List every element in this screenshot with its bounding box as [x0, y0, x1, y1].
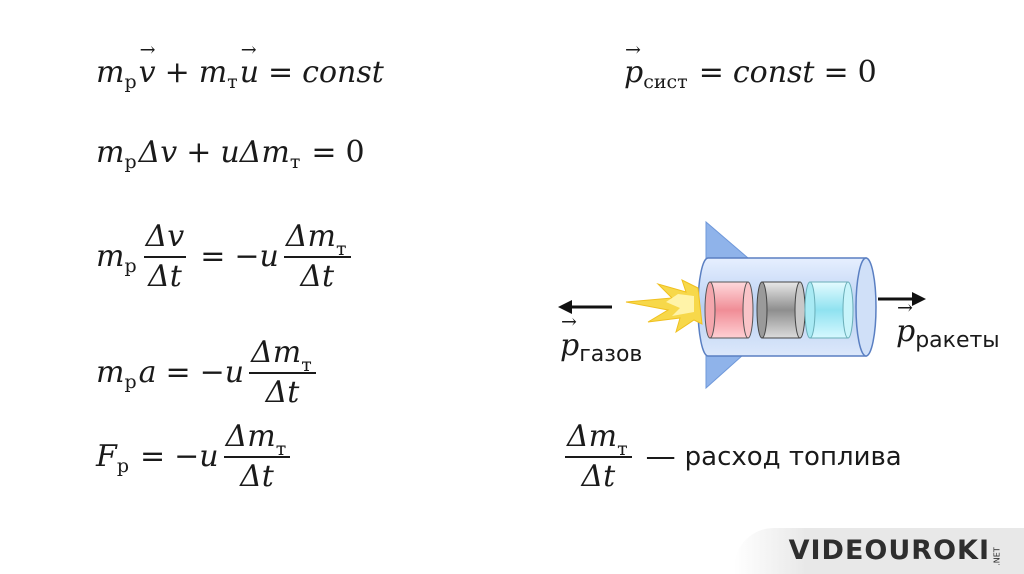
exhaust-flame-icon [625, 279, 703, 334]
equation-momentum-sum: mр v + mт u = const [96, 41, 384, 91]
fraction-dv-dt: Δv Δt [143, 219, 187, 294]
logo-banner: VIDEOUROKI .NET [734, 528, 1024, 574]
vector-u: u [240, 41, 259, 88]
rocket-diagram [558, 220, 926, 390]
fuel-consumption-definition: Δmт Δt — расход топлива [565, 419, 902, 494]
gas-momentum-label: pгазов [560, 311, 644, 367]
rocket-momentum-label: pракеты [896, 297, 1002, 353]
fraction-dm-dt: Δmт Δt [283, 222, 351, 292]
fraction-dm-dt: Δmт Δt [249, 338, 316, 408]
rocket-nose-ellipse [855, 257, 877, 357]
videouroki-logo: VIDEOUROKI [788, 535, 990, 566]
logo-suffix: .NET [992, 547, 1002, 566]
fuel-consumption-text: расход топлива [684, 442, 902, 472]
fraction-dm-dt: Δmт Δt [565, 422, 632, 492]
fuel-segment-cyan [804, 281, 854, 339]
fraction-dm-dt: Δmт Δt [223, 422, 291, 492]
vector-v: v [139, 41, 156, 88]
fuel-segment-red [704, 281, 754, 339]
fuel-segment-gray [756, 281, 806, 339]
